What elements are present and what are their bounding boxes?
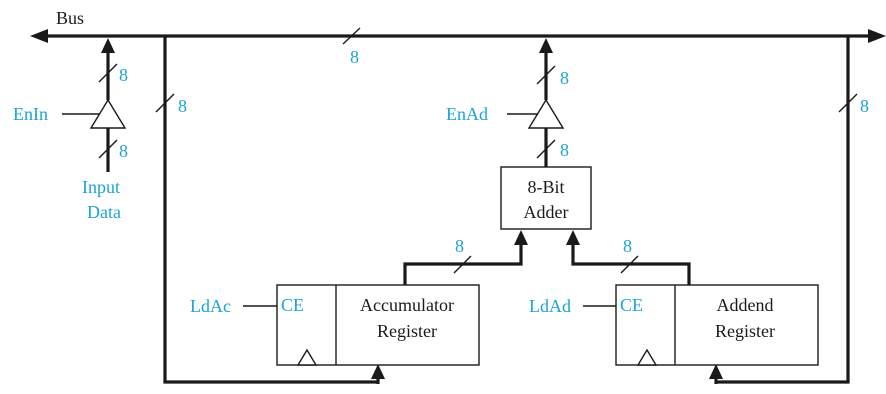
accumulator-label-line2: Register [377, 321, 437, 341]
ldad-signal-label: LdAd [529, 296, 571, 316]
input-data-path: 8 EnIn 8 Input Data [13, 38, 128, 222]
adder-width-in-label: 8 [560, 140, 569, 160]
bus-label: Bus [56, 8, 84, 28]
bus-width-slash [342, 27, 361, 45]
addend-clock-triangle [636, 348, 658, 366]
addend-label-line2: Register [715, 321, 775, 341]
enin-signal-label: EnIn [13, 104, 48, 124]
adder-label-line2: Adder [524, 202, 569, 222]
accumulator-ce-pin: CE [281, 295, 304, 315]
addend-input-arrowhead [709, 364, 723, 379]
ldac-signal-label: LdAc [190, 296, 231, 316]
accumulator-register: CE LdAc Accumulator Register [190, 284, 480, 366]
accumulator-width-label: 8 [455, 236, 464, 256]
adder-output-arrowhead [539, 38, 553, 53]
addend-to-adder-path: 8 [566, 230, 691, 285]
left-feed-width-label: 8 [178, 96, 187, 116]
accumulator-clock-triangle [296, 348, 318, 366]
adder-left-input-arrowhead [514, 230, 528, 245]
bus-right-arrowhead [868, 29, 886, 43]
bus-left-arrowhead [30, 29, 48, 43]
adder-width-out-label: 8 [560, 68, 569, 88]
input-data-label-line2: Data [87, 202, 121, 222]
adder-output-path: 8 EnAd 8 [446, 38, 569, 167]
addend-label-line1: Addend [717, 295, 774, 315]
adder-right-input-arrowhead [566, 230, 580, 245]
bus-width-label: 8 [350, 47, 359, 67]
addend-ce-pin: CE [620, 295, 643, 315]
addend-width-label: 8 [623, 236, 632, 256]
input-width-out-label: 8 [119, 65, 128, 85]
accumulator-label-line1: Accumulator [360, 295, 454, 315]
right-feed-width-label: 8 [860, 96, 869, 116]
adder-label-line1: 8-Bit [527, 177, 564, 197]
addend-register: CE LdAd Addend Register [529, 284, 819, 366]
accumulator-input-arrowhead [371, 364, 385, 379]
adder-block: 8-Bit Adder [500, 166, 592, 230]
bus: Bus 8 [30, 8, 886, 67]
bus-feed-right: 8 [709, 36, 869, 384]
enad-signal-label: EnAd [446, 104, 488, 124]
bus-feed-left: 8 [155, 36, 385, 384]
input-data-label-line1: Input [82, 177, 120, 197]
accumulator-to-adder-path: 8 [403, 230, 528, 285]
input-width-in-label: 8 [119, 141, 128, 161]
input-path-arrowhead [101, 38, 115, 53]
